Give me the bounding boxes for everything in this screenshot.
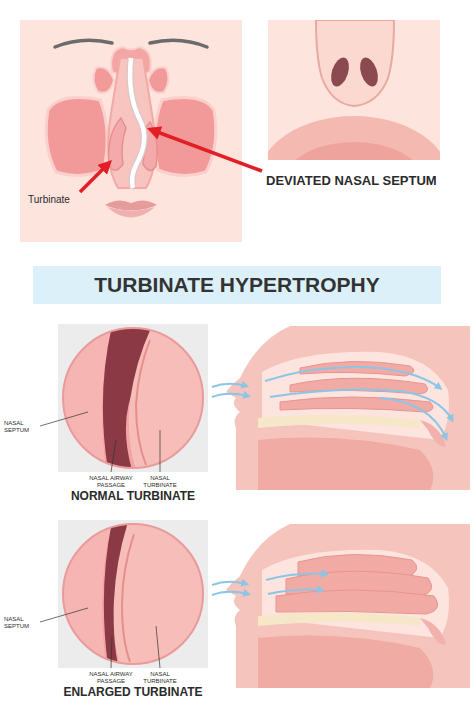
- pointer-arrow: [80, 164, 108, 192]
- part-label: NASAL AIRWAY PASSAGE: [88, 671, 134, 685]
- part-label: NASAL SEPTUM: [4, 420, 38, 434]
- part-label: NASAL TURBINATE: [140, 475, 180, 489]
- pointer-arrow: [152, 130, 262, 171]
- endoscopic-view-normal: [40, 324, 208, 472]
- nasal-cross-section-enlarged: [212, 524, 470, 688]
- nasal-cross-section-normal: [212, 326, 470, 490]
- part-label: NASAL AIRWAY PASSAGE: [88, 475, 134, 489]
- nose-bottom-view: [268, 20, 440, 160]
- part-label: Turbinate: [28, 194, 88, 206]
- endoscopic-view-enlarged: [40, 520, 208, 668]
- view-caption: NORMAL TURBINATE: [53, 490, 213, 504]
- part-label: NASAL TURBINATE: [140, 671, 180, 685]
- view-caption: ENLARGED TURBINATE: [53, 686, 213, 700]
- title: TURBINATE HYPERTROPHY: [94, 273, 379, 297]
- title-band: TURBINATE HYPERTROPHY: [33, 266, 441, 304]
- part-label: DEVIATED NASAL SEPTUM: [266, 174, 466, 189]
- part-label: NASAL SEPTUM: [4, 616, 38, 630]
- face-front-view: [20, 20, 242, 242]
